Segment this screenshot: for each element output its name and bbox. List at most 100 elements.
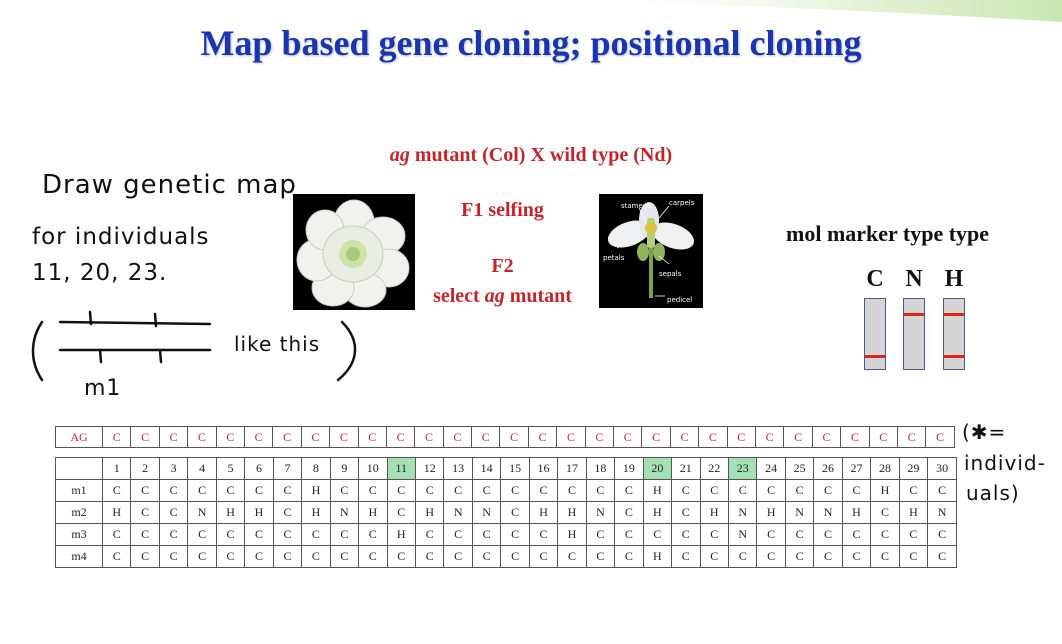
select-gene-ag: ag bbox=[484, 285, 505, 307]
ag-cell: C bbox=[783, 426, 813, 448]
genotype-cell: C bbox=[187, 523, 217, 546]
individual-header-cell: 23 bbox=[727, 457, 758, 480]
genotype-cell: C bbox=[215, 523, 246, 546]
label-carpels: carpels bbox=[669, 199, 695, 207]
genotype-cell: C bbox=[898, 479, 929, 502]
genotype-cell: C bbox=[699, 523, 729, 546]
note-for-individuals: for individuals bbox=[32, 224, 210, 250]
individual-header-cell: 16 bbox=[528, 457, 559, 480]
genotype-cell: C bbox=[386, 479, 416, 502]
genotype-cell: C bbox=[756, 545, 786, 568]
genotype-cell: H bbox=[301, 501, 331, 524]
genotype-cell: H bbox=[898, 501, 929, 524]
marker-row-label: m4 bbox=[55, 545, 103, 568]
genotype-cell: H bbox=[215, 501, 246, 524]
genotype-cell: C bbox=[898, 523, 929, 546]
individual-header-cell: 30 bbox=[927, 457, 957, 480]
genotype-cell: C bbox=[215, 479, 246, 502]
genotype-cell: C bbox=[784, 545, 815, 568]
individual-header-cell: 1 bbox=[101, 457, 132, 480]
genotype-cell: H bbox=[841, 501, 872, 524]
note-like-this: like this bbox=[234, 332, 321, 356]
gel-lane-h bbox=[943, 298, 965, 370]
genotype-cell: C bbox=[585, 523, 616, 546]
genotype-cell: C bbox=[244, 523, 274, 546]
genotype-cell: C bbox=[528, 479, 559, 502]
genotype-cell: C bbox=[358, 523, 388, 546]
genotype-cell: C bbox=[671, 479, 701, 502]
note-individual-numbers: 11, 20, 23. bbox=[32, 260, 168, 286]
ag-cell: C bbox=[357, 426, 387, 448]
genotype-cell: H bbox=[557, 501, 587, 524]
ag-cell: C bbox=[698, 426, 728, 448]
band-top bbox=[904, 313, 924, 316]
genotype-cell: N bbox=[471, 501, 502, 524]
genotype-cell: H bbox=[699, 501, 729, 524]
genotype-cell: C bbox=[841, 479, 872, 502]
ag-cell: C bbox=[556, 426, 586, 448]
header-corner-cell bbox=[55, 457, 103, 480]
select-mutant-label: select ag mutant bbox=[410, 285, 595, 308]
note-axis-label-m1: m1 bbox=[84, 376, 122, 401]
genotype-cell: C bbox=[414, 479, 445, 502]
ag-cell: C bbox=[840, 426, 870, 448]
individual-header-cell: 15 bbox=[500, 457, 530, 480]
genotype-cell: H bbox=[301, 479, 331, 502]
individual-header-cell: 3 bbox=[158, 457, 189, 480]
genotype-cell: C bbox=[727, 545, 758, 568]
ag-cell: C bbox=[896, 426, 927, 448]
genotype-cell: H bbox=[386, 523, 416, 546]
genotype-cell: C bbox=[414, 545, 445, 568]
individual-header-cell: 4 bbox=[187, 457, 217, 480]
genotype-cell: H bbox=[244, 501, 274, 524]
label-stamens: stamens bbox=[621, 202, 651, 210]
f1-selfing-label: F1 selfing bbox=[461, 199, 544, 221]
label-petals: petals bbox=[603, 254, 625, 262]
band-bottom bbox=[865, 355, 885, 358]
genotype-cell: C bbox=[158, 545, 189, 568]
genotype-cell: C bbox=[301, 545, 331, 568]
band-bottom bbox=[944, 355, 964, 358]
side-note-line3: uals) bbox=[966, 481, 1020, 505]
individual-header-cell: 6 bbox=[244, 457, 274, 480]
genotype-cell: C bbox=[101, 523, 132, 546]
individual-header-cell: 22 bbox=[699, 457, 729, 480]
genotype-cell: C bbox=[329, 545, 360, 568]
genotype-cell: C bbox=[471, 523, 502, 546]
genotype-cell: C bbox=[130, 545, 160, 568]
genotype-cell: C bbox=[528, 545, 559, 568]
gel-lane-n bbox=[903, 298, 925, 370]
ag-mutant-flower-photo bbox=[293, 194, 415, 310]
genotype-cell: N bbox=[727, 523, 758, 546]
genotype-cell: N bbox=[329, 501, 360, 524]
genotype-cell: C bbox=[414, 523, 445, 546]
genotype-cell: H bbox=[642, 479, 673, 502]
lane-label-c: C bbox=[866, 266, 884, 292]
genotype-cell: C bbox=[671, 545, 701, 568]
ag-cell: C bbox=[329, 426, 359, 448]
ag-cell: C bbox=[101, 426, 132, 448]
genotype-cell: C bbox=[813, 479, 843, 502]
wild-type-flower-photo: stamens carpels petals sepals pedicel bbox=[599, 194, 703, 308]
genotype-cell: C bbox=[585, 545, 616, 568]
genotype-cell: H bbox=[414, 501, 445, 524]
genotype-cell: C bbox=[443, 545, 473, 568]
genotype-cell: C bbox=[784, 523, 815, 546]
individual-header-cell: 19 bbox=[614, 457, 644, 480]
genotype-cell: C bbox=[528, 523, 559, 546]
genotype-cell: C bbox=[272, 501, 303, 524]
genotype-cell: C bbox=[500, 501, 530, 524]
lane-label-h: H bbox=[944, 266, 964, 292]
genotype-cell: C bbox=[244, 545, 274, 568]
genotype-cell: C bbox=[813, 545, 843, 568]
ag-cell: C bbox=[385, 426, 416, 448]
genotype-cell: C bbox=[158, 479, 189, 502]
genotype-cell: C bbox=[130, 523, 160, 546]
genotype-cell: C bbox=[101, 479, 132, 502]
genotype-cell: C bbox=[585, 479, 616, 502]
genotype-cell: C bbox=[187, 545, 217, 568]
genotype-cell: C bbox=[557, 545, 587, 568]
